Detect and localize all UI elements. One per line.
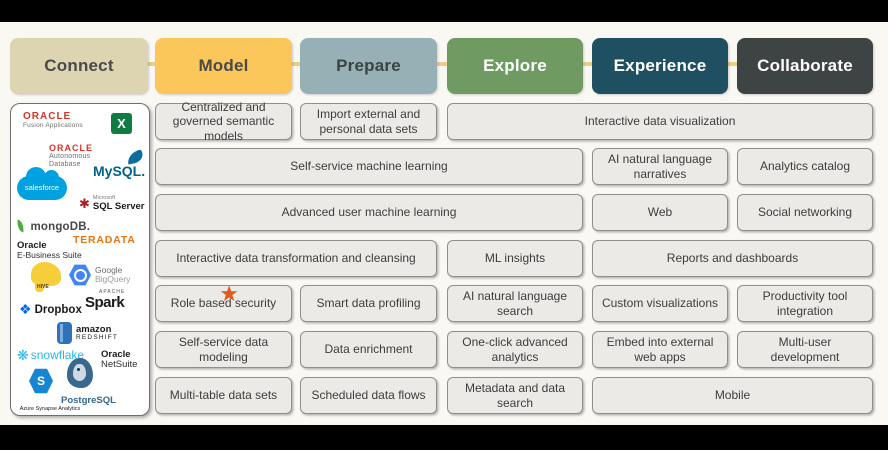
stage-connector-line xyxy=(70,62,810,66)
capability-multi-table-data-sets: Multi-table data sets xyxy=(155,377,292,414)
capability-self-service-data-modeling: Self-service data modeling xyxy=(155,331,292,368)
mongodb-leaf-icon xyxy=(16,219,25,233)
stage-header-explore: Explore xyxy=(447,38,583,94)
spark-star-icon: ★ xyxy=(219,281,239,306)
salesforce-logo: salesforce xyxy=(17,167,67,200)
mysql-logo: MySQL. xyxy=(93,149,145,181)
capability-scheduled-data-flows: Scheduled data flows xyxy=(300,377,437,414)
capability-mobile: Mobile xyxy=(592,377,873,414)
capability-centralized-governed-semantic-models: Centralized and governed semantic models xyxy=(155,100,292,143)
capability-ai-natural-language-narratives: AI natural language narratives xyxy=(592,148,728,185)
stage-header-prepare: Prepare xyxy=(300,38,437,94)
oracle-fusion-applications-logo: ORACLE Fusion Applications xyxy=(23,111,83,129)
sql-server-icon: ✱ xyxy=(79,196,90,212)
snowflake-logo: ❋snowflake xyxy=(17,347,85,363)
capability-web: Web xyxy=(592,194,728,231)
bigquery-hexagon-icon xyxy=(69,264,91,286)
snowflake-icon: ❋ xyxy=(17,347,29,363)
capability-one-click-advanced-analytics: One-click advanced analytics xyxy=(447,331,583,368)
oracle-ebusiness-suite-logo: Oracle E-Business Suite xyxy=(17,240,82,260)
oracle-wordmark: ORACLE xyxy=(23,111,72,122)
apache-hive-icon: HIVE xyxy=(31,262,61,292)
fusion-applications-label: Fusion Applications xyxy=(23,121,83,129)
stage-header-collaborate: Collaborate xyxy=(737,38,873,94)
connect-sources-panel: ORACLE Fusion Applications X ORACLE Auto… xyxy=(10,103,239,416)
sql-server-logo: ✱ Microsoft SQL Server xyxy=(79,195,145,212)
capability-metadata-and-data-search: Metadata and data search xyxy=(447,377,583,414)
capability-ai-natural-language-search: AI natural language search xyxy=(447,285,583,322)
azure-synapse-analytics-label: Azure Synapse Analytics xyxy=(19,406,81,412)
oracle-autonomous-database-logo: ORACLE Autonomous Database xyxy=(49,143,93,168)
azure-synapse-icon: S xyxy=(29,368,53,394)
stage-header-connect: Connect xyxy=(10,38,148,94)
capability-data-enrichment: Data enrichment xyxy=(300,331,437,368)
google-bigquery-logo: Google BigQuery xyxy=(69,264,130,286)
capability-analytics-catalog: Analytics catalog xyxy=(737,148,873,185)
apache-spark-logo: APACHE Spark ★ xyxy=(85,281,239,312)
capability-role-based-security: Role based security xyxy=(155,285,292,322)
capability-ml-insights: ML insights xyxy=(447,240,583,277)
capability-interactive-data-visualization: Interactive data visualization xyxy=(447,103,873,140)
dropbox-logo: ❖Dropbox xyxy=(19,301,82,317)
capability-productivity-tool-integration: Productivity tool integration xyxy=(737,285,873,322)
capability-embed-into-external-web-apps: Embed into external web apps xyxy=(592,331,728,368)
oracle-netsuite-logo: Oracle NetSuite xyxy=(101,349,138,370)
dropbox-icon: ❖ xyxy=(19,301,32,317)
capability-import-external-personal-data-sets: Import external and personal data sets xyxy=(300,103,437,140)
stage-header-model: Model xyxy=(155,38,292,94)
capability-reports-and-dashboards: Reports and dashboards xyxy=(592,240,873,277)
postgresql-elephant-icon xyxy=(67,358,93,388)
teradata-logo: TERADATA xyxy=(73,234,136,246)
postgresql-logo: PostgreSQL xyxy=(61,395,116,406)
redshift-database-icon xyxy=(57,322,72,344)
capability-custom-visualizations: Custom visualizations xyxy=(592,285,728,322)
capability-social-networking: Social networking xyxy=(737,194,873,231)
capability-multi-user-development: Multi-user development xyxy=(737,331,873,368)
capability-self-service-machine-learning: Self-service machine learning xyxy=(155,148,583,185)
mongodb-logo: mongoDB. xyxy=(16,218,90,235)
capability-advanced-user-machine-learning: Advanced user machine learning xyxy=(155,194,583,231)
capability-interactive-data-transformation-cleansing: Interactive data transformation and clea… xyxy=(155,240,437,277)
amazon-redshift-logo: amazon REDSHIFT xyxy=(57,322,118,344)
stage-header-experience: Experience xyxy=(592,38,728,94)
capability-smart-data-profiling: Smart data profiling xyxy=(300,285,437,322)
excel-icon: X xyxy=(111,113,132,134)
